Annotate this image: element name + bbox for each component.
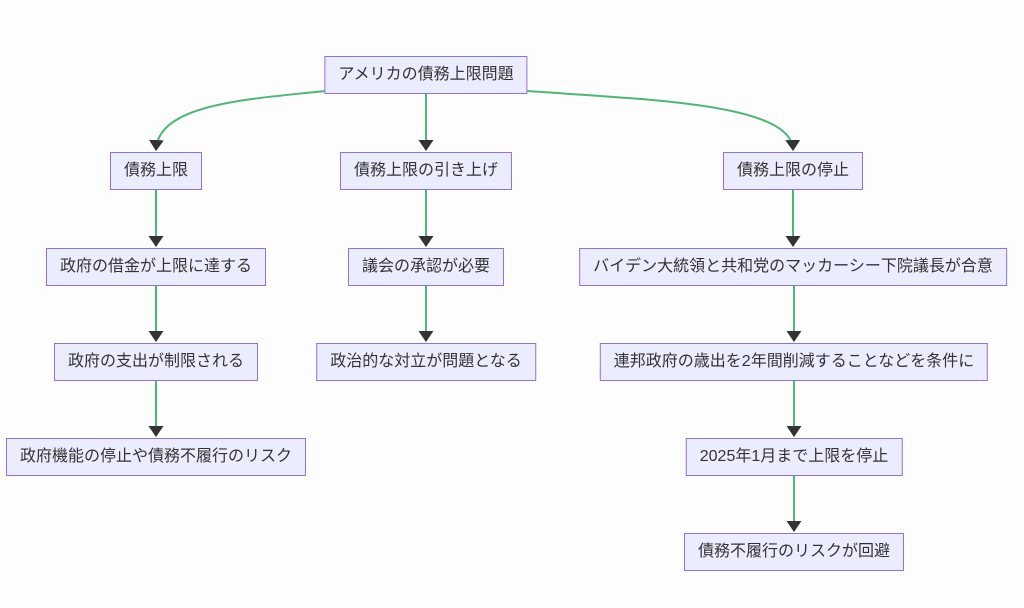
node-suspend-ceiling: 債務上限の停止 bbox=[722, 152, 864, 190]
node-root: アメリカの債務上限問題 bbox=[324, 56, 528, 94]
node-raise-ceiling: 債務上限の引き上げ bbox=[339, 152, 513, 190]
node-suspend-until-jan-2025: 2025年1月まで上限を停止 bbox=[685, 438, 903, 476]
edge-root-suspend-ceiling bbox=[526, 90, 801, 151]
node-default-risk-avoided: 債務不履行のリスクが回避 bbox=[683, 533, 905, 571]
node-biden-mccarthy-agreement: バイデン大統領と共和党のマッカーシー下院議長が合意 bbox=[579, 248, 1007, 286]
node-shutdown-default-risk: 政府機能の停止や債務不履行のリスク bbox=[5, 438, 307, 476]
node-debt-ceiling: 債務上限 bbox=[109, 152, 203, 190]
node-reach-limit: 政府の借金が上限に達する bbox=[45, 248, 267, 286]
node-congress-approval: 議会の承認が必要 bbox=[347, 248, 505, 286]
node-spending-restricted: 政府の支出が制限される bbox=[53, 343, 259, 381]
node-political-conflict: 政治的な対立が問題となる bbox=[316, 343, 536, 381]
edge-root-debt-ceiling bbox=[148, 90, 326, 151]
node-spending-cut-condition: 連邦政府の歳出を2年間削減することなどを条件に bbox=[599, 343, 989, 381]
